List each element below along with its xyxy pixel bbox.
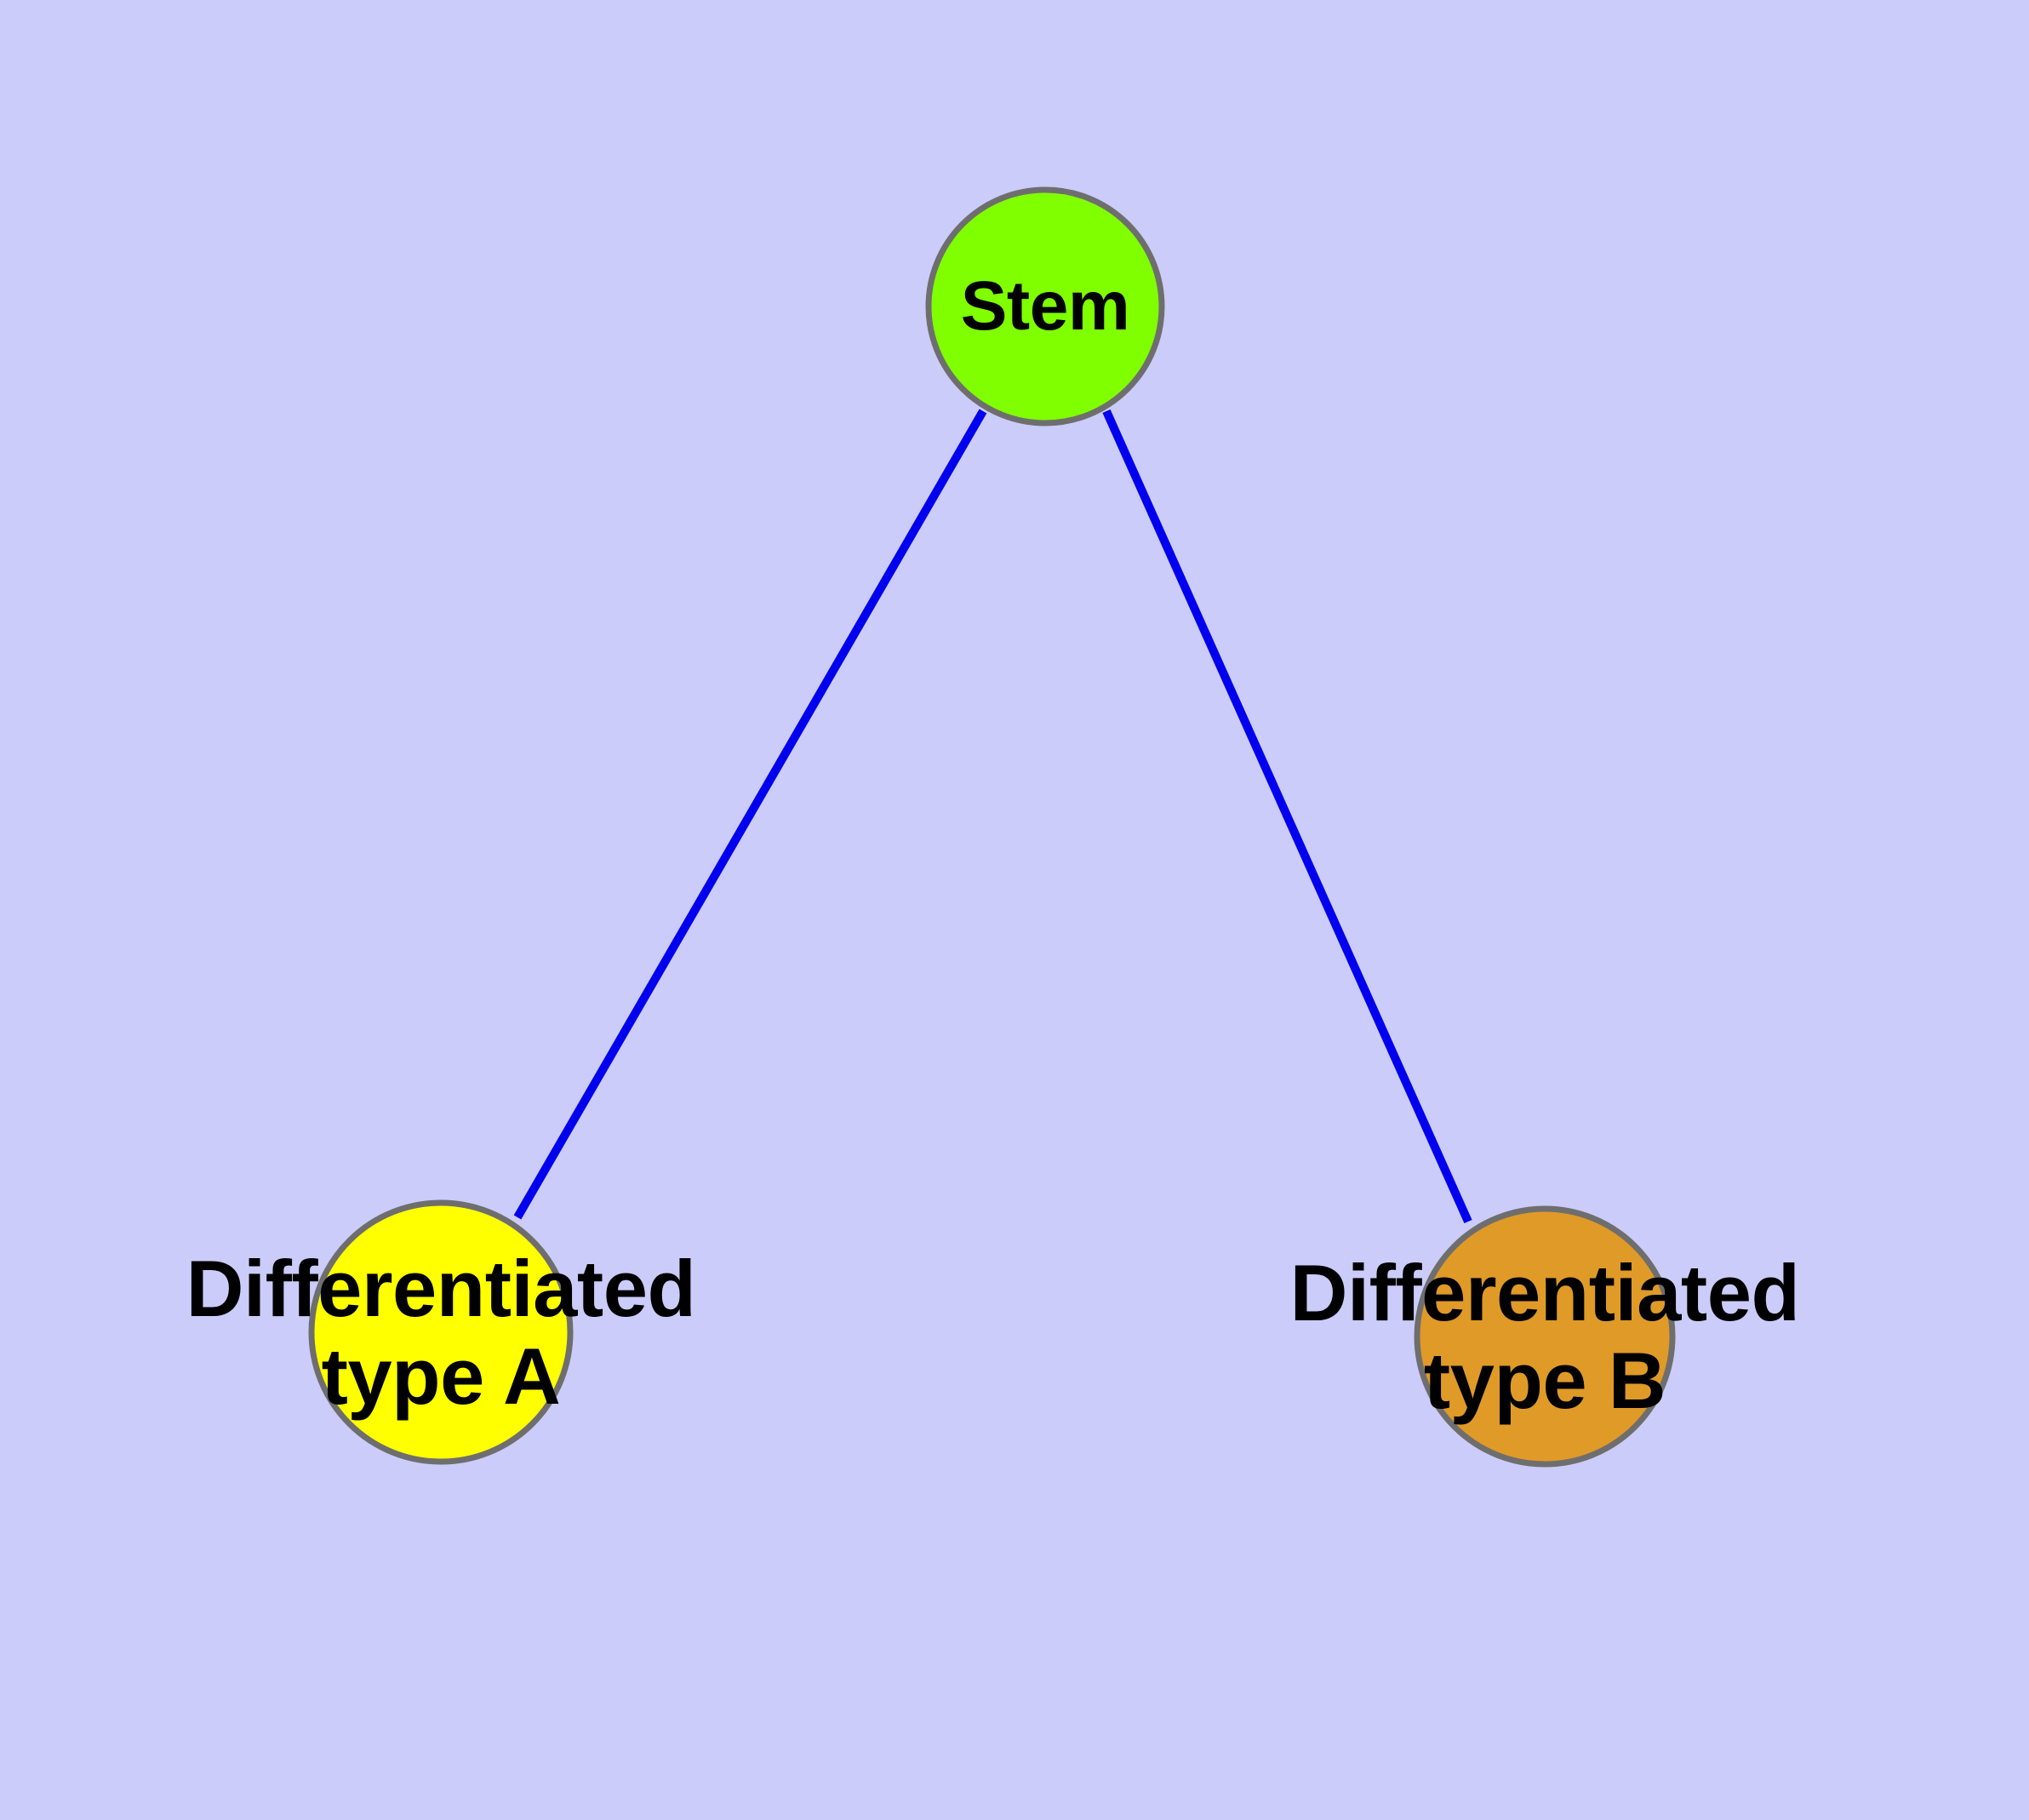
node-differentiated-type-b[interactable] [1414, 1205, 1676, 1468]
edge-stem-to-differentiated-type-a[interactable] [513, 409, 987, 1220]
edge-stem-to-differentiated-type-b[interactable] [1102, 409, 1472, 1224]
node-stem[interactable] [925, 186, 1165, 426]
node-differentiated-type-a[interactable] [308, 1199, 574, 1465]
node-layer [308, 186, 1676, 1468]
edge-layer [513, 409, 1472, 1224]
